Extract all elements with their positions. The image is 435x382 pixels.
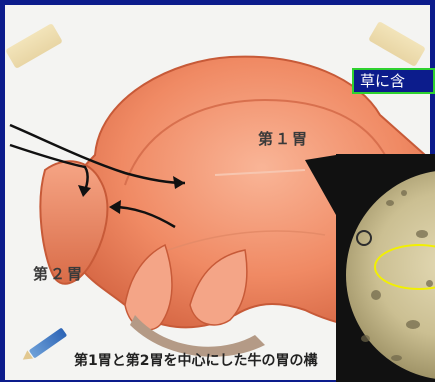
label-stomach-2: 第２胃 bbox=[33, 263, 84, 284]
bubble-circle bbox=[356, 230, 372, 246]
title-banner: 草に含 bbox=[352, 68, 435, 94]
microscope-inset bbox=[336, 154, 435, 382]
label-stomach-1: 第１胃 bbox=[258, 128, 309, 149]
